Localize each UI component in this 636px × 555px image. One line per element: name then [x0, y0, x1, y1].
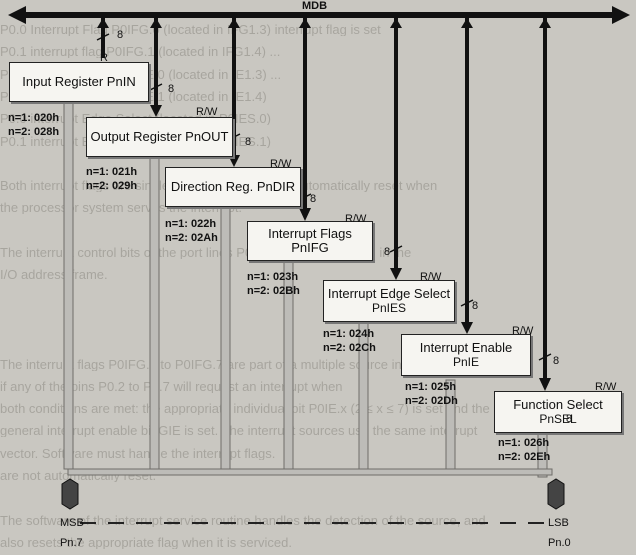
register-address-n1: n=1: 025h [405, 381, 457, 393]
register-title: Interrupt Edge Select [327, 286, 451, 301]
register-address-n1: n=1: 024h [323, 328, 375, 340]
background-text-line: also resets the appropriate flag when it… [0, 534, 292, 549]
register-title: Function Select [513, 397, 603, 412]
pin-bus-line [537, 432, 548, 478]
register-access: R/W [512, 325, 534, 337]
register-address-n2: n=2: 02Dh [405, 395, 458, 407]
register-title: Direction Reg. PnDIR [170, 179, 296, 194]
bus-width-label: 8 [384, 246, 391, 258]
pin-msb-connector [61, 478, 79, 510]
bus-drop-input-arrow [97, 18, 109, 28]
register-access: R/W [270, 158, 292, 170]
bus-width-label: 8 [472, 300, 479, 312]
mdb-bus-arrow [8, 6, 630, 24]
background-text-line: I/O address frame. [0, 267, 108, 282]
register-box-input: Input Register PnIN [9, 62, 149, 102]
background-text-line: if any of the pins P0.2 to P0.7 will req… [0, 378, 343, 393]
bus-width-label: 8 [245, 136, 252, 148]
register-mnemonic: PnIES [371, 301, 406, 315]
background-text-line: P0.1 interrupt flag P0IFG.1 (located in … [0, 44, 281, 59]
register-box-output: Output Register PnOUT [86, 117, 233, 157]
bus-width-label: 8 [117, 29, 124, 41]
register-address-n2: n=2: 02Bh [247, 285, 300, 297]
register-address-n1: n=1: 021h [86, 166, 138, 178]
bus-width-label: 8 [168, 83, 175, 95]
register-title: Input Register PnIN [22, 74, 136, 89]
background-text-line: general interrupt enable bit GIE is set.… [0, 423, 478, 438]
register-access: R/W [196, 106, 218, 118]
register-address-n1: n=1: 026h [498, 437, 550, 449]
register-address-n2: n=2: 02Ch [323, 342, 376, 354]
register-box-ifg: Interrupt Flags PnIFG [247, 221, 373, 261]
pin-bus-line [63, 91, 74, 470]
bus-width-label: 8 [566, 413, 573, 425]
msb-label: MSB [60, 517, 84, 529]
lsb-label: LSB [548, 517, 569, 529]
bus-width-label: 8 [553, 355, 560, 367]
register-name: Interrupt Flags PnIFG [248, 227, 372, 255]
register-address-n1: n=1: 023h [247, 271, 299, 283]
register-address-n2: n=2: 02Eh [498, 451, 551, 463]
register-access: R/W [345, 213, 367, 225]
register-mnemonic: PnSEL [539, 412, 577, 426]
pin-bus-line [149, 143, 160, 470]
register-address-n2: n=2: 028h [8, 126, 60, 138]
register-name: Input Register PnIN [22, 75, 135, 89]
register-access: R/W [595, 381, 617, 393]
bus-width-label: 8 [310, 193, 317, 205]
register-address-n2: n=2: 02Ah [165, 232, 218, 244]
pin-lsb-connector [547, 478, 565, 510]
pin-bus-line [220, 186, 231, 470]
register-access: R [100, 52, 108, 64]
register-access: R/W [420, 271, 442, 283]
register-title: Interrupt Flags PnIFG [268, 226, 352, 255]
mdb-label: MDB [302, 0, 328, 12]
msb-pin-label: Pn.7 [60, 537, 83, 549]
register-box-direction: Direction Reg. PnDIR [165, 167, 301, 207]
register-address-n1: n=1: 022h [165, 218, 217, 230]
pin-bus-line [67, 468, 553, 476]
register-title: Output Register PnOUT [90, 129, 229, 144]
lsb-pin-label: Pn.0 [548, 537, 571, 549]
register-address-n2: n=2: 029h [86, 180, 138, 192]
register-address-n1: n=1: 020h [8, 112, 60, 124]
background-text-line: P0.0 Interrupt Flag P0IFG.0 (located in … [0, 22, 381, 36]
register-name: Direction Reg. PnDIR [171, 180, 295, 194]
register-name: Output Register PnOUT [91, 130, 229, 144]
register-mnemonic: PnIE [452, 355, 479, 369]
register-title: Interrupt Enable [419, 340, 513, 355]
